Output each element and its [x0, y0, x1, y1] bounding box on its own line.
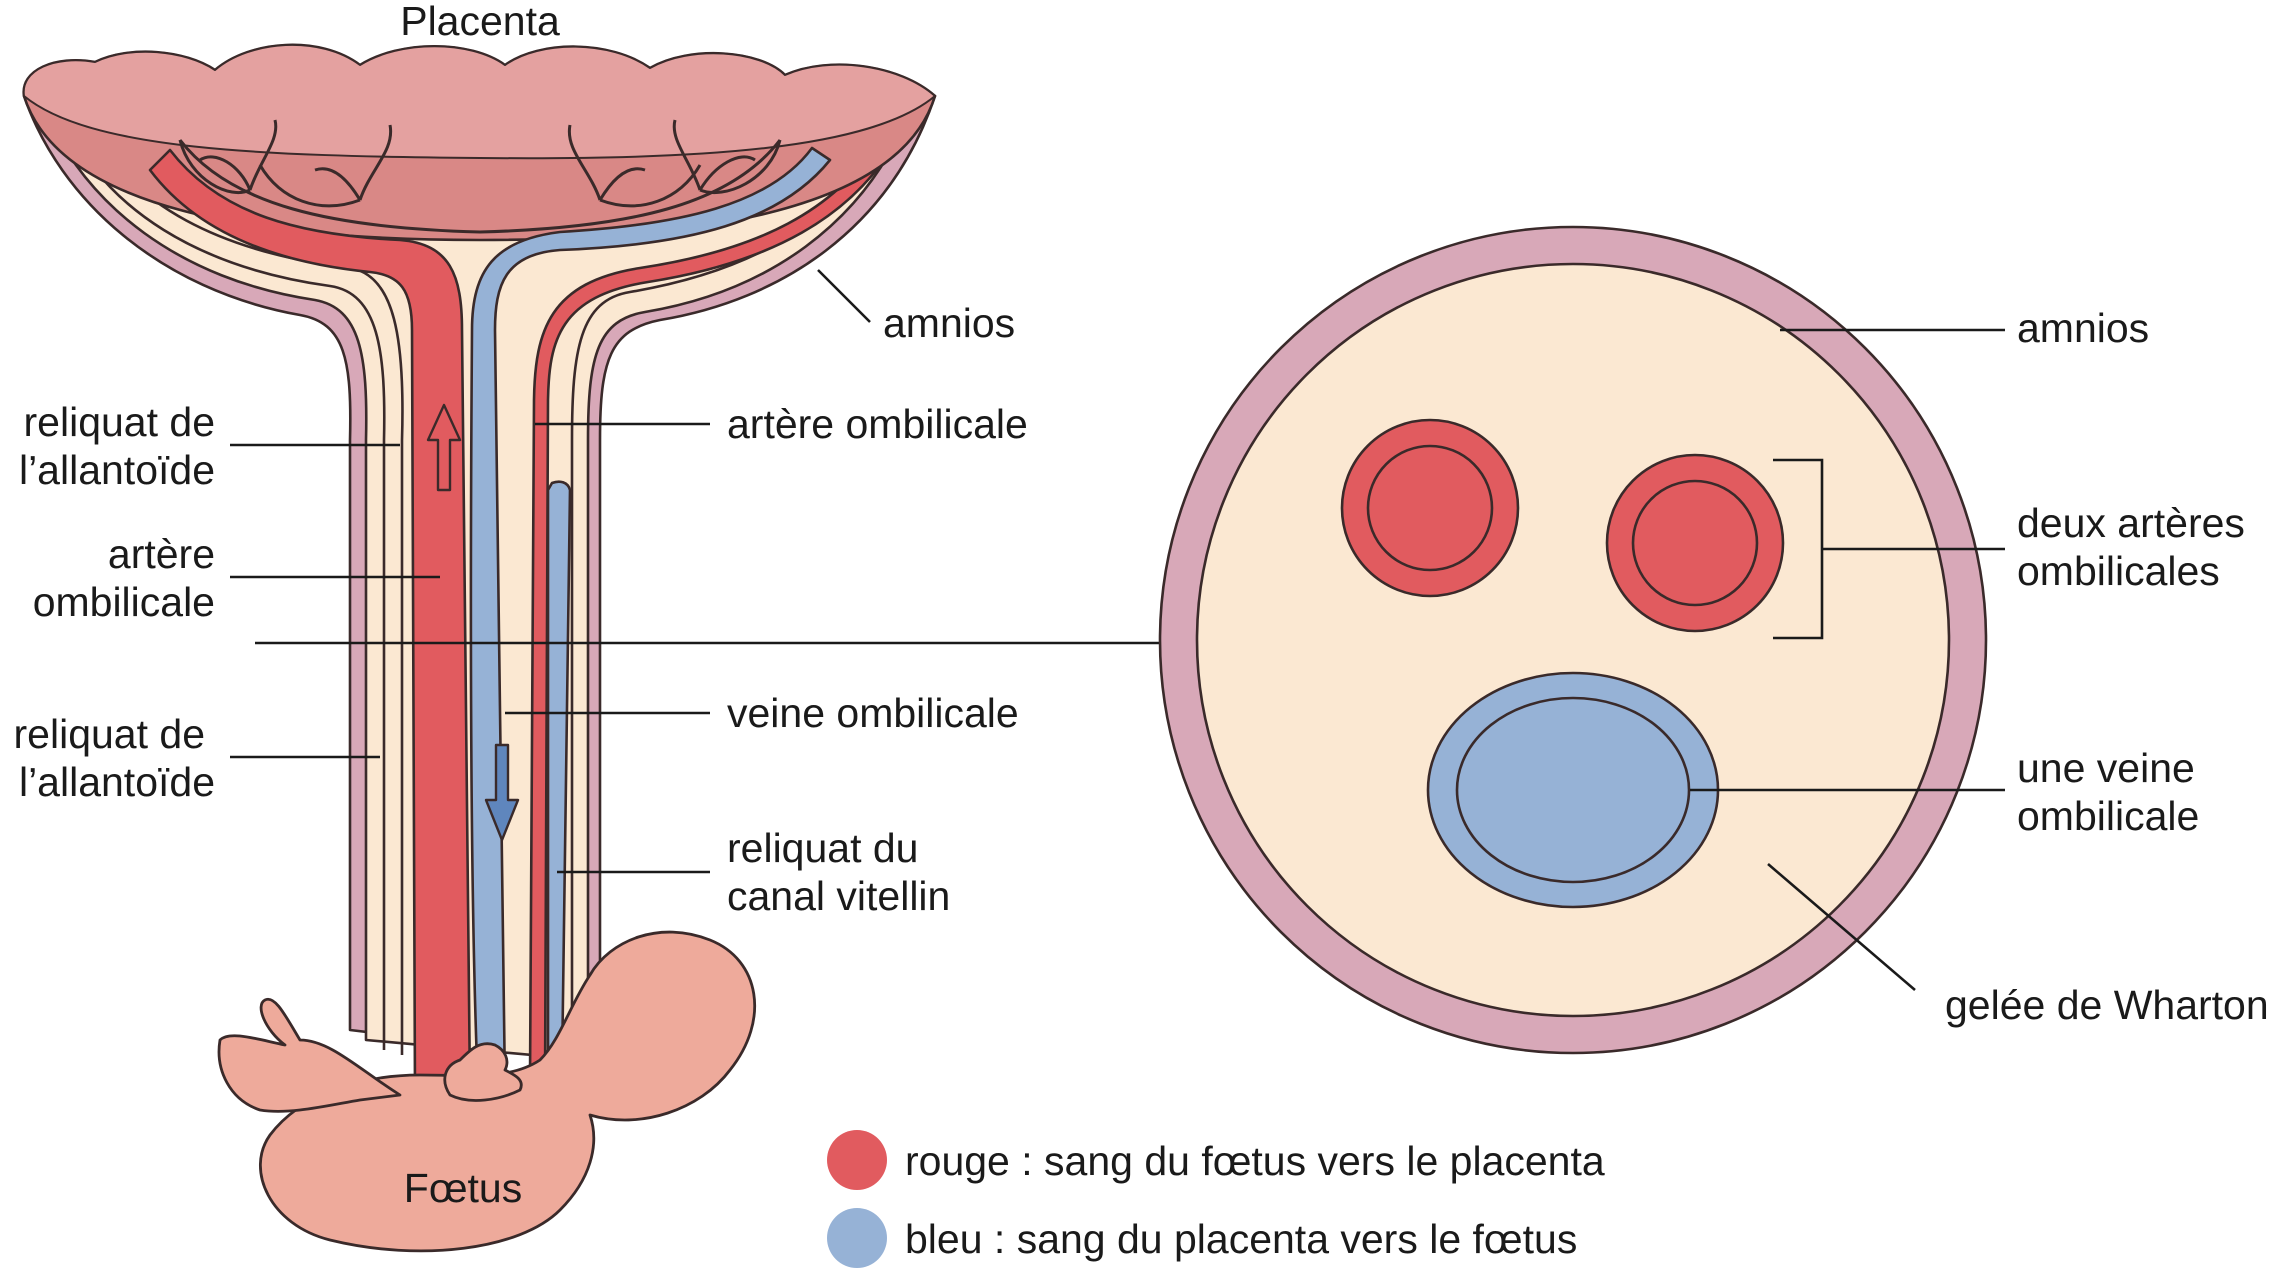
allantoide-lower-line1: reliquat de — [14, 711, 205, 757]
legend-blue-text: bleu : sang du placenta vers le fœtus — [905, 1216, 1577, 1262]
cross-section — [1158, 225, 2005, 1055]
legend: rouge : sang du fœtus vers le placenta b… — [827, 1130, 1605, 1268]
leader-wharton — [1767, 863, 1916, 991]
legend-swatch-blue — [827, 1208, 887, 1268]
allantoide-lower-line2: l’allantoïde — [19, 759, 215, 805]
canal-vitellin-line1: reliquat du — [727, 825, 918, 871]
longitudinal-view — [22, 43, 1162, 1253]
placental-villi — [178, 119, 782, 234]
foetus-leg — [217, 997, 402, 1113]
cross-section-artery-1-lumen — [1366, 444, 1494, 572]
legend-swatch-red — [827, 1130, 887, 1190]
placenta-label: Placenta — [400, 0, 560, 44]
foetus — [217, 930, 757, 1253]
cross-section-vein-lumen — [1455, 696, 1691, 884]
foetus-label: Fœtus — [404, 1165, 522, 1211]
veine-section-line1: une veine — [2017, 745, 2195, 791]
allantoide-upper-line2: l’allantoïde — [19, 447, 215, 493]
arteres-line1: deux artères — [2017, 500, 2245, 546]
legend-red-text: rouge : sang du fœtus vers le placenta — [905, 1138, 1605, 1184]
amnios-label-section: amnios — [2017, 305, 2149, 351]
veine-section-line2: ombilicale — [2017, 793, 2199, 839]
labels: Placenta amnios reliquat de l’allantoïde… — [14, 0, 2269, 1211]
artere-left-line2: ombilicale — [33, 579, 215, 625]
cross-section-artery-2-lumen — [1631, 479, 1759, 607]
amnios-inner-line — [63, 119, 386, 1050]
foetus-arm — [443, 1042, 523, 1102]
arteres-line2: ombilicales — [2017, 548, 2220, 594]
allantoide-upper-line1: reliquat de — [24, 399, 215, 445]
canal-vitellin-line2: canal vitellin — [727, 873, 950, 919]
artere-right-label: artère ombilicale — [727, 401, 1028, 447]
artere-left-line1: artère — [108, 531, 215, 577]
flow-arrow-down — [484, 743, 520, 842]
veine-label: veine ombilicale — [727, 690, 1019, 736]
umbilical-vein — [469, 146, 832, 1092]
placenta-top — [22, 43, 936, 160]
leader-amnios-long — [817, 269, 871, 323]
flow-arrow-up — [426, 403, 462, 492]
amnios-label-long: amnios — [883, 300, 1015, 346]
wharton-label: gelée de Wharton — [1945, 982, 2269, 1028]
